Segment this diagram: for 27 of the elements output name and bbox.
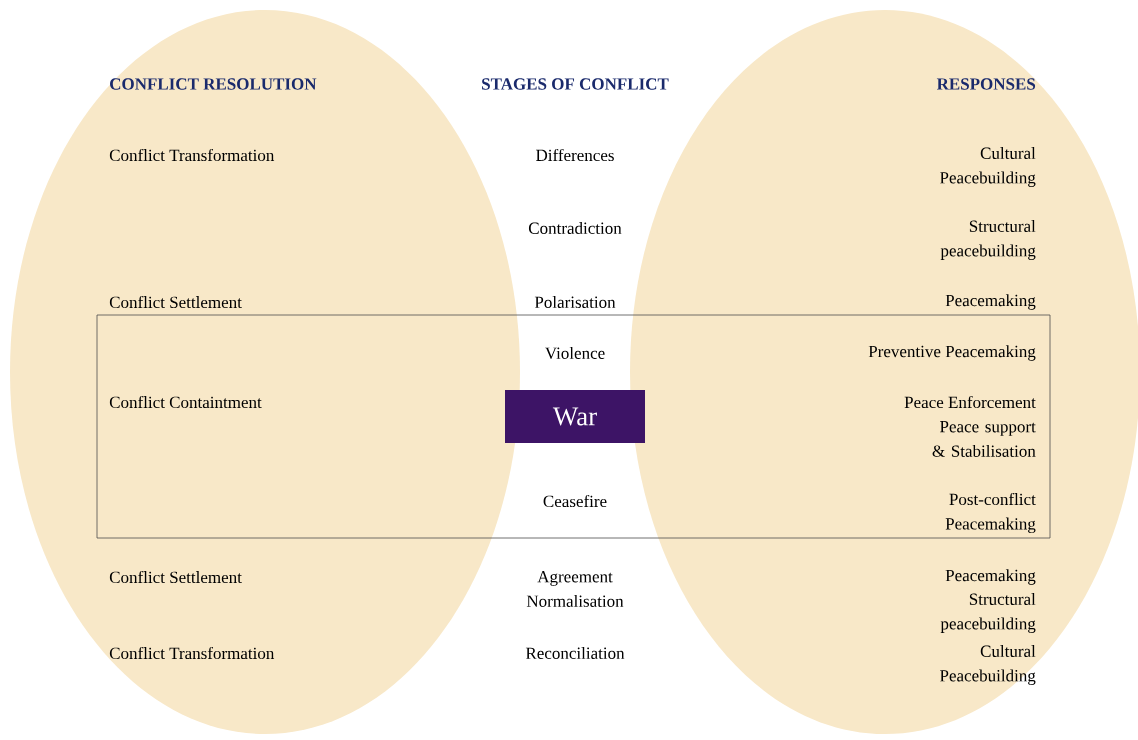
stage-label: Conflict Settlement xyxy=(109,295,242,309)
column-heading: CONFLICT RESOLUTION xyxy=(110,78,317,90)
stage-label: Reconciliation xyxy=(525,647,625,659)
stage-label: Agreement Normalisation xyxy=(526,571,624,607)
stage-label: Peace support & Stabilisation xyxy=(932,421,1036,457)
stage-label: Cultural Peacebuilding xyxy=(940,147,1036,187)
stage-label: Peacemaking xyxy=(945,569,1036,585)
stage-label: Conflict Transformation xyxy=(109,646,275,660)
stage-label: Ceasefire xyxy=(543,494,607,508)
column-heading: RESPONSES xyxy=(936,78,1036,90)
war-box: War xyxy=(505,390,645,443)
stage-label: Polarisation xyxy=(534,296,616,308)
column-heading: STAGES OF CONFLICT xyxy=(482,78,669,90)
containment-frame xyxy=(96,314,1051,539)
stage-label: Peacemaking xyxy=(945,294,1036,310)
stage-label: Violence xyxy=(545,347,605,360)
stage-label: Post-conflict Peacemaking xyxy=(945,492,1036,534)
stage-label: Preventive Peacemaking xyxy=(868,345,1036,361)
stage-label: Differences xyxy=(536,148,614,162)
stage-label: Contradiction xyxy=(528,222,622,234)
stage-label: Conflict Transformation xyxy=(109,148,275,162)
stage-label: Conflict Settlement xyxy=(109,570,242,584)
stage-label: Cultural Peacebuilding xyxy=(940,645,1036,685)
stage-label: Structural peacebuilding xyxy=(940,593,1036,633)
stage-label: Peace Enforcement xyxy=(904,395,1036,409)
stage-label: Structural peacebuilding xyxy=(940,220,1036,260)
stage-label: Conflict Containtment xyxy=(109,395,262,409)
